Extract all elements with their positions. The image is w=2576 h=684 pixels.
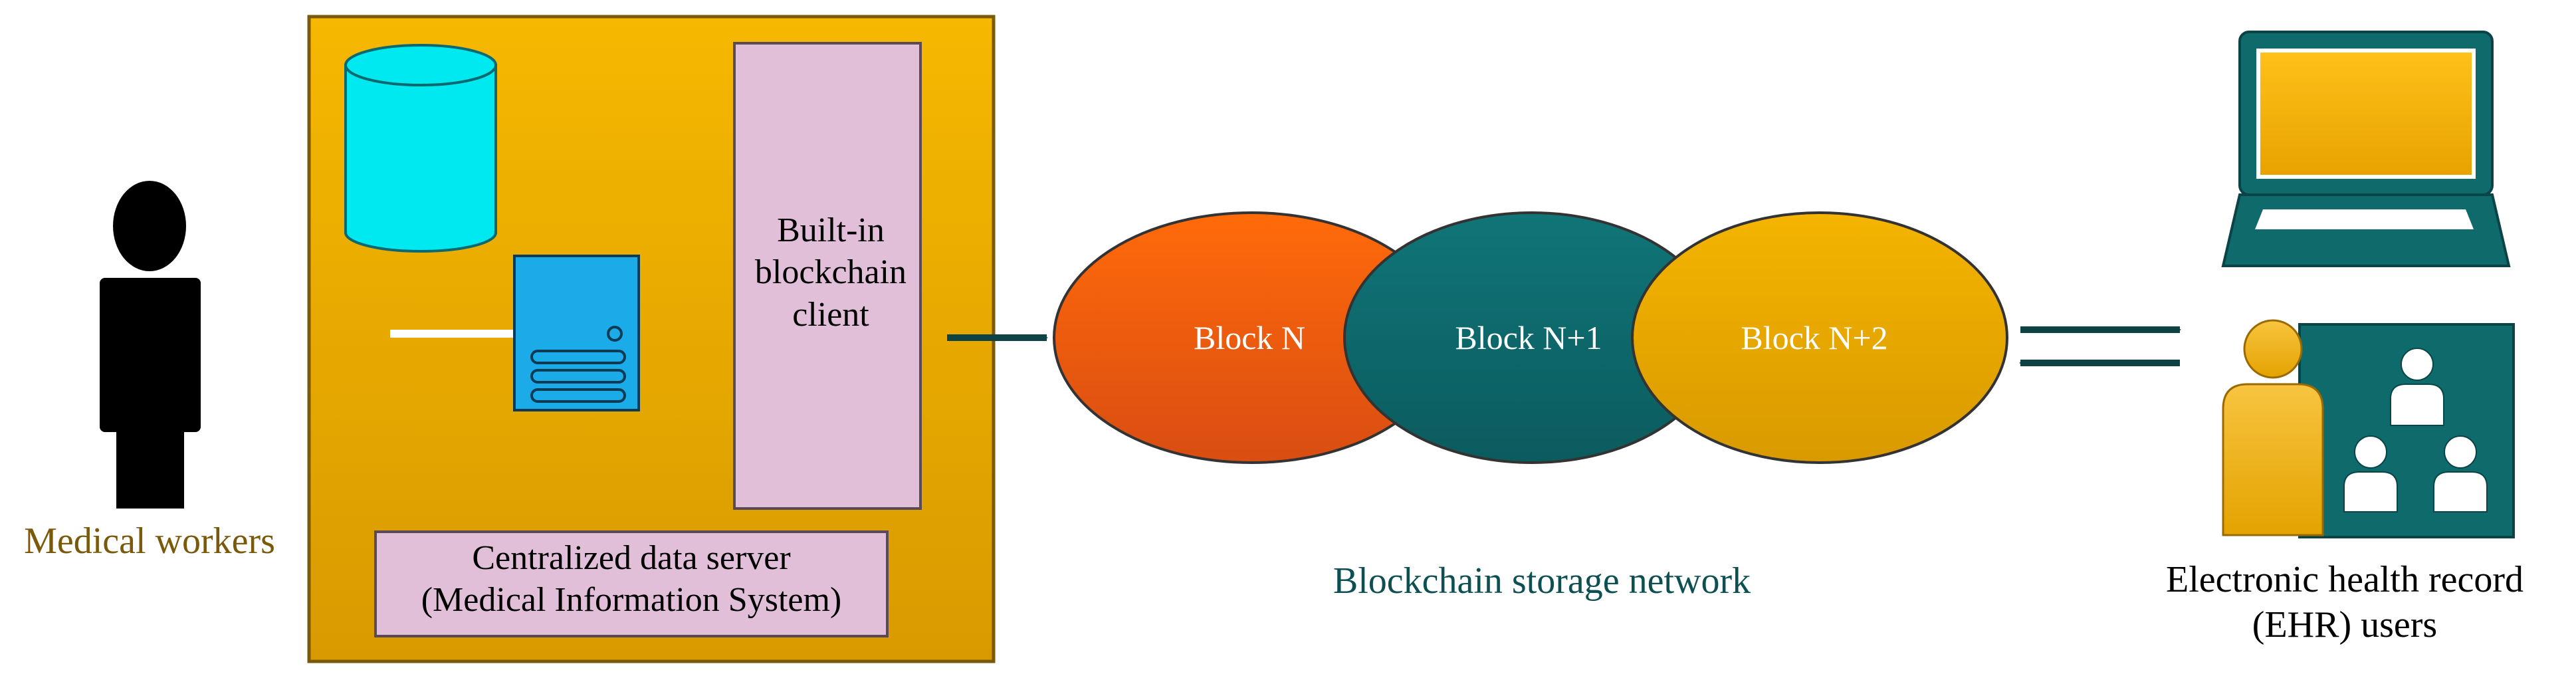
medical-workers-label: Medical workers (24, 520, 275, 562)
server-label: Centralized data server (Medical Informa… (421, 539, 842, 620)
ehr-users-icon (2222, 319, 2515, 538)
server-connector-line (390, 330, 516, 338)
network-label: Blockchain storage network (1333, 560, 1751, 602)
person-silhouette-icon (100, 181, 201, 509)
block-n2-label: Block N+2 (1741, 319, 1888, 356)
ehr-users-label: Electronic health record (EHR) users (2166, 559, 2523, 646)
block-n1-label: Block N+1 (1455, 319, 1602, 356)
block-n-label: Block N (1193, 319, 1306, 356)
blockchain-client-box (733, 42, 922, 510)
laptop-icon (2221, 31, 2511, 267)
blockchain-client-label: Built-in blockchain client (754, 211, 907, 334)
database-cylinder-icon (344, 44, 497, 253)
server-label-box (374, 530, 889, 637)
block-n2-ellipse (1631, 211, 2008, 464)
server-icon (513, 255, 640, 411)
